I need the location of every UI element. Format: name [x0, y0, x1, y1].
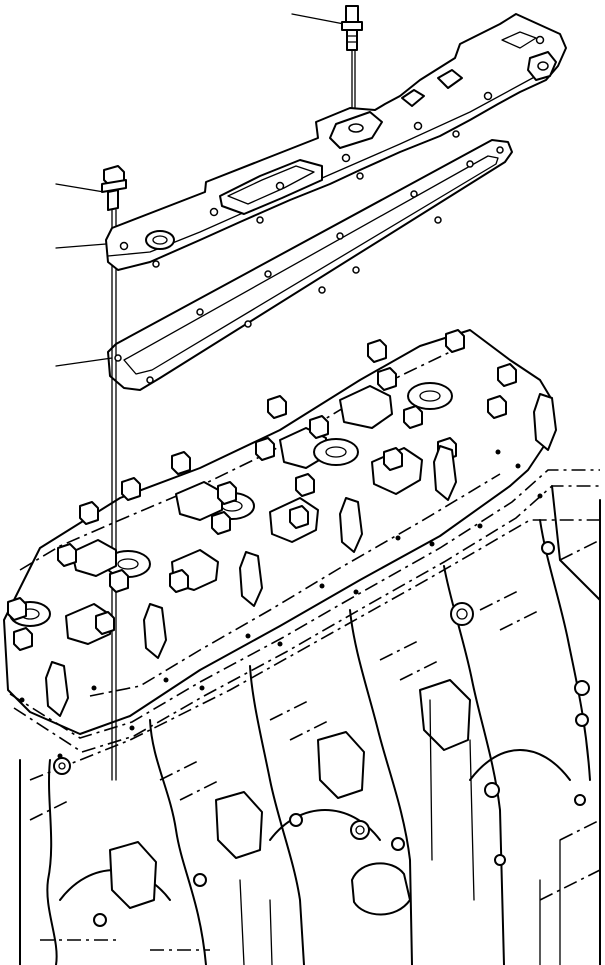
cylinder-head-cover	[105, 13, 567, 271]
valve-bridges	[9, 382, 453, 645]
engine-cylinder-head	[3, 329, 600, 759]
leader-line-cover-bolt	[55, 183, 105, 193]
leader-line-cover	[55, 243, 107, 249]
mounting-stud	[341, 5, 363, 119]
engine-block	[19, 485, 601, 965]
cover-bolt	[101, 165, 127, 781]
injector-brackets	[45, 393, 557, 717]
leader-line-mounting-stud	[291, 13, 345, 25]
block-bosses	[53, 541, 590, 927]
deck-holes	[19, 449, 543, 759]
gasket-bolt-holes	[114, 146, 504, 384]
cover-gasket	[107, 139, 513, 391]
leader-line-gasket	[55, 357, 113, 367]
cover-bolt-holes	[119, 35, 545, 268]
leader-lines	[55, 13, 345, 367]
